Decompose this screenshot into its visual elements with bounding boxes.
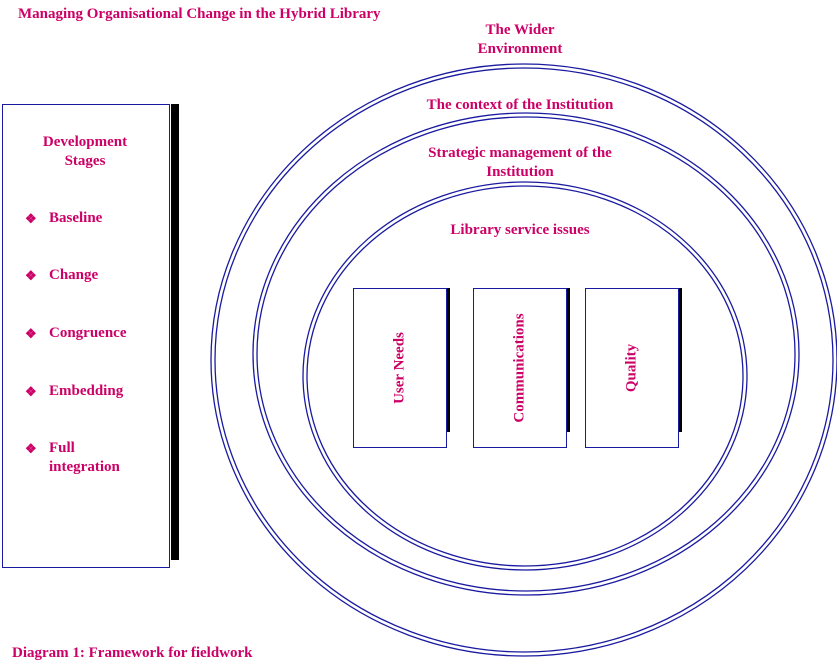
stage-label: Full integration: [49, 440, 120, 475]
diamond-bullet-icon: ❖: [25, 211, 37, 226]
ring-label-strategic-management: Strategic management of the Institution: [428, 145, 612, 180]
stage-item-embedding: ❖ Embedding: [25, 382, 123, 401]
development-stages-panel: Development Stages ❖ Baseline ❖ Change ❖…: [2, 104, 170, 568]
ring-second-line-b: [256, 116, 796, 592]
issue-label: Quality: [623, 343, 640, 393]
issue-box-shadow: [678, 288, 682, 432]
issue-box-communications: Communications: [473, 288, 567, 448]
ring-third-line-a: [302, 181, 748, 571]
stage-item-change: ❖ Change: [25, 266, 98, 285]
diamond-bullet-icon: ❖: [25, 268, 37, 283]
stage-label: Embedding: [49, 383, 124, 399]
diamond-bullet-icon: ❖: [25, 441, 37, 456]
stage-label: Congruence: [49, 325, 127, 341]
stage-label: Baseline: [49, 210, 103, 226]
issue-box-shadow: [566, 288, 570, 432]
stage-item-congruence: ❖ Congruence: [25, 324, 127, 343]
diamond-bullet-icon: ❖: [25, 384, 37, 399]
stage-item-baseline: ❖ Baseline: [25, 209, 102, 228]
diamond-bullet-icon: ❖: [25, 326, 37, 341]
stage-item-full-integration: ❖ Full integration: [25, 439, 120, 477]
ring-label-library-service: Library service issues: [450, 222, 590, 238]
ring-third-line-b: [306, 185, 744, 567]
issue-label: User Needs: [391, 332, 408, 404]
ring-second-line-a: [252, 112, 800, 596]
issue-label: Communications: [511, 313, 528, 423]
ring-label-institution-context: The context of the Institution: [426, 97, 614, 113]
ring-outer-line-a: [210, 63, 837, 657]
stages-heading: Development Stages: [42, 134, 128, 169]
stage-label: Change: [49, 267, 99, 283]
ring-outer-line-b: [214, 67, 834, 653]
ring-label-wider-environment: The Wider Environment: [477, 22, 563, 57]
diagram-title: Managing Organisational Change in the Hy…: [18, 6, 381, 22]
issue-box-shadow: [446, 288, 450, 432]
issue-box-user-needs: User Needs: [353, 288, 447, 448]
diagram-caption: Diagram 1: Framework for fieldwork: [12, 645, 253, 661]
stages-panel-shadow: [171, 104, 179, 560]
issue-box-quality: Quality: [585, 288, 679, 448]
